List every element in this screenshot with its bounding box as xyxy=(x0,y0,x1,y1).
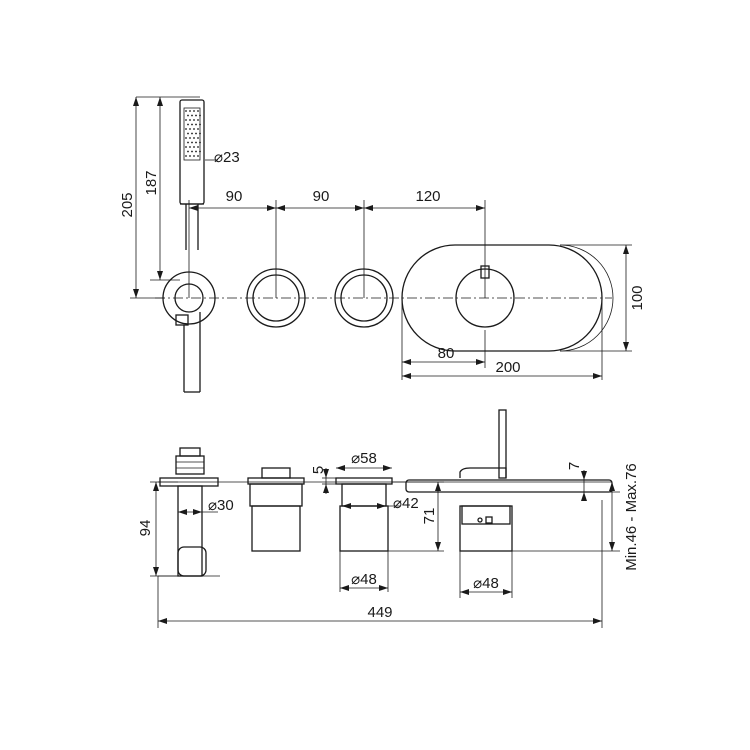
nozzle-dot xyxy=(189,146,191,148)
dim-90-a-label: 90 xyxy=(226,188,243,205)
dim-wall-range-label: Min.46 - Max.76 xyxy=(623,463,640,571)
knob-dimensions xyxy=(150,465,620,628)
nozzle-dot xyxy=(185,137,187,139)
dim-d58-label: ⌀58 xyxy=(351,450,377,467)
mixer-side-view xyxy=(405,409,613,552)
nozzle-dot xyxy=(193,146,195,148)
nozzle-dot xyxy=(191,132,193,135)
nozzle-dot xyxy=(197,146,199,148)
nozzle-dot xyxy=(199,141,201,144)
top-dimension-lines xyxy=(130,96,486,299)
nozzle-dot xyxy=(193,137,195,139)
plate-height-dimension xyxy=(560,244,632,352)
nozzle-dot xyxy=(189,128,191,130)
dim-80-label: 80 xyxy=(438,345,455,362)
dim-200-label: 200 xyxy=(495,359,520,376)
nozzle-dot xyxy=(199,132,201,135)
dim-205-label: 205 xyxy=(119,192,136,217)
dimension-arrows-top xyxy=(133,97,485,298)
dim-187-label: 187 xyxy=(143,170,160,195)
dim-120-label: 120 xyxy=(415,188,440,205)
nozzle-dot xyxy=(193,155,195,157)
nozzle-dot xyxy=(185,155,187,157)
dim-90-b-label: 90 xyxy=(313,188,330,205)
nozzle-dot xyxy=(187,114,189,117)
nozzle-dot xyxy=(191,150,193,153)
dim-7-label: 7 xyxy=(566,462,583,470)
dim-449-label: 449 xyxy=(367,604,392,621)
hand-shower xyxy=(179,99,205,250)
nozzle-dot xyxy=(187,150,189,153)
nozzle-dot xyxy=(187,141,189,144)
nozzle-dot xyxy=(185,128,187,130)
nozzle-dot xyxy=(189,119,191,121)
nozzle-dot xyxy=(187,132,189,135)
nozzle-dot xyxy=(185,119,187,121)
dim-d48-mixer-label: ⌀48 xyxy=(473,575,499,592)
control-knob-2-side xyxy=(335,477,393,552)
dim-94-label: 94 xyxy=(137,520,154,537)
dim-100-label: 100 xyxy=(629,285,646,310)
nozzle-dot xyxy=(189,155,191,157)
nozzle-dot xyxy=(197,137,199,139)
dim-d30-label: ⌀30 xyxy=(208,497,234,514)
nozzle-dot xyxy=(195,150,197,153)
dim-d48-body-label: ⌀48 xyxy=(351,571,377,588)
control-knob-1-side xyxy=(247,467,305,552)
nozzle-dot xyxy=(191,123,193,126)
nozzle-dot xyxy=(185,146,187,148)
nozzle-dot xyxy=(189,137,191,139)
shower-nozzle-dots xyxy=(185,110,201,157)
dim-71-label: 71 xyxy=(421,508,438,525)
nozzle-dot xyxy=(197,155,199,157)
nozzle-dot xyxy=(197,110,199,112)
nozzle-dot xyxy=(187,123,189,126)
nozzle-dot xyxy=(185,110,187,112)
nozzle-dot xyxy=(193,110,195,112)
plate-width-dimensions xyxy=(401,300,603,380)
nozzle-dot xyxy=(199,150,201,153)
outlet-side-view xyxy=(158,447,220,577)
nozzle-dot xyxy=(197,119,199,121)
dim-d42-label: ⌀42 xyxy=(393,495,419,512)
nozzle-dot xyxy=(199,123,201,126)
nozzle-dot xyxy=(189,110,191,112)
nozzle-dot xyxy=(195,132,197,135)
nozzle-dot xyxy=(193,128,195,130)
nozzle-dot xyxy=(195,114,197,117)
nozzle-dot xyxy=(195,123,197,126)
dim-5-label: 5 xyxy=(310,466,327,474)
nozzle-dot xyxy=(199,114,201,117)
nozzle-dot xyxy=(191,141,193,144)
nozzle-dot xyxy=(197,128,199,130)
nozzle-dot xyxy=(193,119,195,121)
nozzle-dot xyxy=(191,114,193,117)
nozzle-dot xyxy=(195,141,197,144)
dim-d23-label: ⌀23 xyxy=(214,149,240,166)
